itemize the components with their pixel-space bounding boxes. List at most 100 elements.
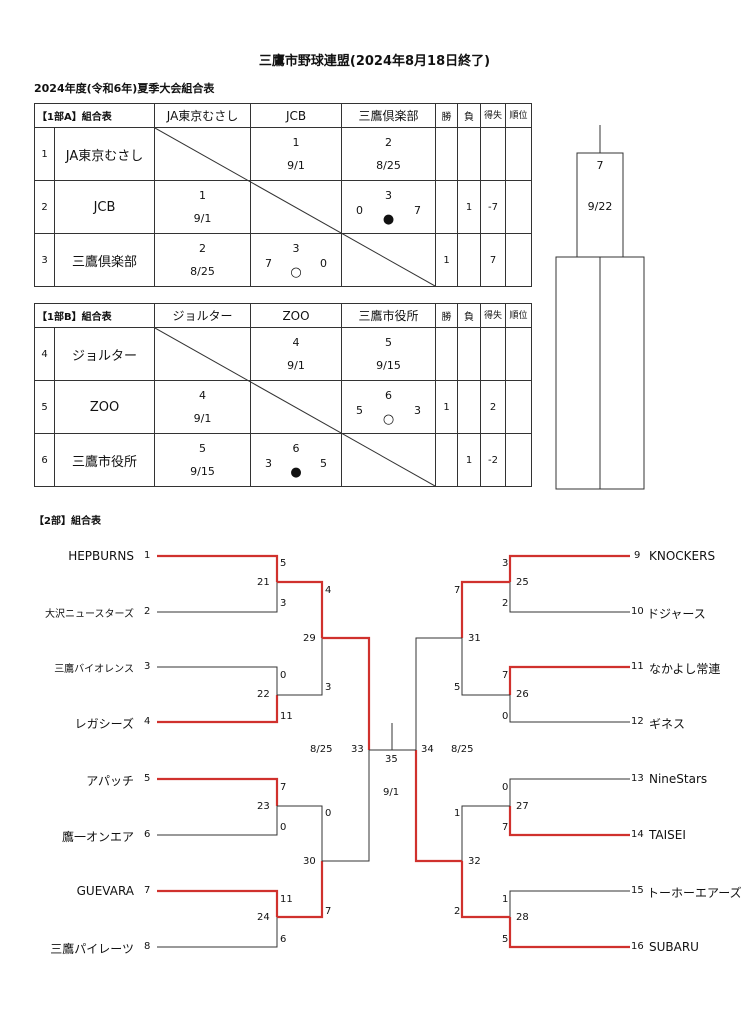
game-number: 24	[257, 912, 270, 923]
game-number: 25	[516, 577, 529, 588]
team-name: NineStars	[649, 772, 708, 786]
losses: 1	[457, 433, 481, 487]
game-number: 22	[257, 689, 270, 700]
score: 3	[325, 682, 332, 693]
score: 2	[502, 598, 509, 609]
game-number: 30	[303, 856, 316, 867]
team-name: ギネス	[649, 717, 686, 731]
game-date: 9/1	[383, 787, 400, 798]
score: 0	[280, 670, 287, 681]
seed-number: 2	[144, 606, 151, 617]
score: 5	[280, 558, 287, 569]
game-number: 31	[468, 633, 481, 644]
team-name: 三鷹バイオレンス	[54, 664, 134, 675]
team-name: 鷹一オンエア	[61, 830, 134, 844]
score: 3	[502, 558, 509, 569]
div1-final-game: 7	[596, 159, 604, 172]
seed-number: 7	[144, 885, 151, 896]
game-number: 29	[303, 633, 316, 644]
score: 1	[502, 894, 509, 905]
score: 5	[502, 934, 509, 945]
col-header: ジョルター	[154, 303, 251, 328]
rank-header: 順位	[505, 303, 532, 328]
game-number: 21	[257, 577, 270, 588]
seed-number: 15	[631, 885, 644, 896]
table-1b-header: 【1部B】組合表	[34, 303, 155, 328]
team-name: JCB	[53, 180, 156, 234]
row-no: 6	[34, 433, 55, 487]
col-header: ZOO	[250, 303, 342, 328]
seed-number: 3	[144, 661, 151, 672]
team-name: 三鷹市役所	[54, 433, 155, 487]
game-number: 23	[257, 801, 270, 812]
rank	[505, 327, 532, 381]
section2-header: 【2部】組合表	[34, 516, 101, 527]
game-date: 8/25	[451, 744, 474, 755]
losses	[457, 380, 481, 434]
rank	[505, 127, 533, 181]
team-name: 三鷹パイレーツ	[50, 942, 134, 956]
team-name: KNOCKERS	[649, 549, 716, 563]
seed-number: 6	[144, 829, 151, 840]
score: 0	[325, 808, 332, 819]
run-diff: -2	[480, 433, 506, 487]
team-name: GUEVARA	[76, 884, 134, 898]
team-name: ZOO	[54, 380, 155, 434]
seed-number: 12	[631, 716, 644, 727]
seed-number: 16	[631, 941, 644, 952]
score: 0	[502, 782, 509, 793]
seed-number: 11	[631, 661, 644, 672]
losses	[457, 327, 481, 381]
seed-number: 13	[631, 773, 644, 784]
score: 6	[280, 934, 287, 945]
game-number: 28	[516, 912, 529, 923]
run-diff: 7	[480, 233, 507, 287]
score: 7	[502, 822, 509, 833]
score: 7	[280, 782, 287, 793]
game-number: 35	[385, 754, 398, 765]
game-date: 8/25	[310, 744, 333, 755]
div1-final-date: 9/22	[587, 200, 613, 213]
game-number: 27	[516, 801, 529, 812]
game-number: 34	[421, 744, 434, 755]
team-name: アパッチ	[86, 774, 134, 788]
seed-number: 14	[631, 829, 644, 840]
rank	[505, 233, 533, 287]
rank	[505, 380, 532, 434]
score: 11	[280, 711, 293, 722]
seed-number: 5	[144, 773, 151, 784]
score: 0	[502, 711, 509, 722]
team-name: レガシーズ	[74, 717, 134, 731]
seed-number: 1	[144, 550, 151, 561]
score: 1	[454, 808, 461, 819]
score: 2	[454, 906, 461, 917]
score: 7	[454, 585, 461, 596]
score: 11	[280, 894, 293, 905]
seed-number: 4	[144, 716, 151, 727]
col-header: 三鷹倶楽部	[341, 103, 437, 128]
team-name: HEPBURNS	[68, 549, 134, 563]
score: 4	[325, 585, 332, 596]
team-name: SUBARU	[649, 940, 699, 954]
page-subtitle: 2024年度(令和6年)夏季大会組合表	[34, 82, 215, 95]
seed-number: 9	[634, 550, 641, 561]
score: 5	[454, 682, 461, 693]
score: 7	[325, 906, 332, 917]
score: 7	[502, 670, 509, 681]
team-name: ドジャース	[647, 607, 706, 621]
rank	[505, 180, 533, 234]
team-name: トーホーエアーズ	[647, 886, 742, 900]
team-name: 大沢ニュースターズ	[45, 609, 134, 620]
seed-number: 8	[144, 941, 151, 952]
team-name: TAISEI	[649, 828, 686, 842]
seed-number: 10	[631, 606, 644, 617]
page-title: 三鷹市野球連盟(2024年8月18日終了)	[258, 54, 491, 69]
score: 0	[280, 822, 287, 833]
rank	[505, 433, 532, 487]
col-header: JA東京むさし	[154, 103, 252, 128]
team-name: なかよし常連	[649, 662, 721, 676]
game-number: 33	[351, 744, 364, 755]
score: 3	[280, 598, 287, 609]
team-name: 三鷹倶楽部	[53, 233, 156, 287]
